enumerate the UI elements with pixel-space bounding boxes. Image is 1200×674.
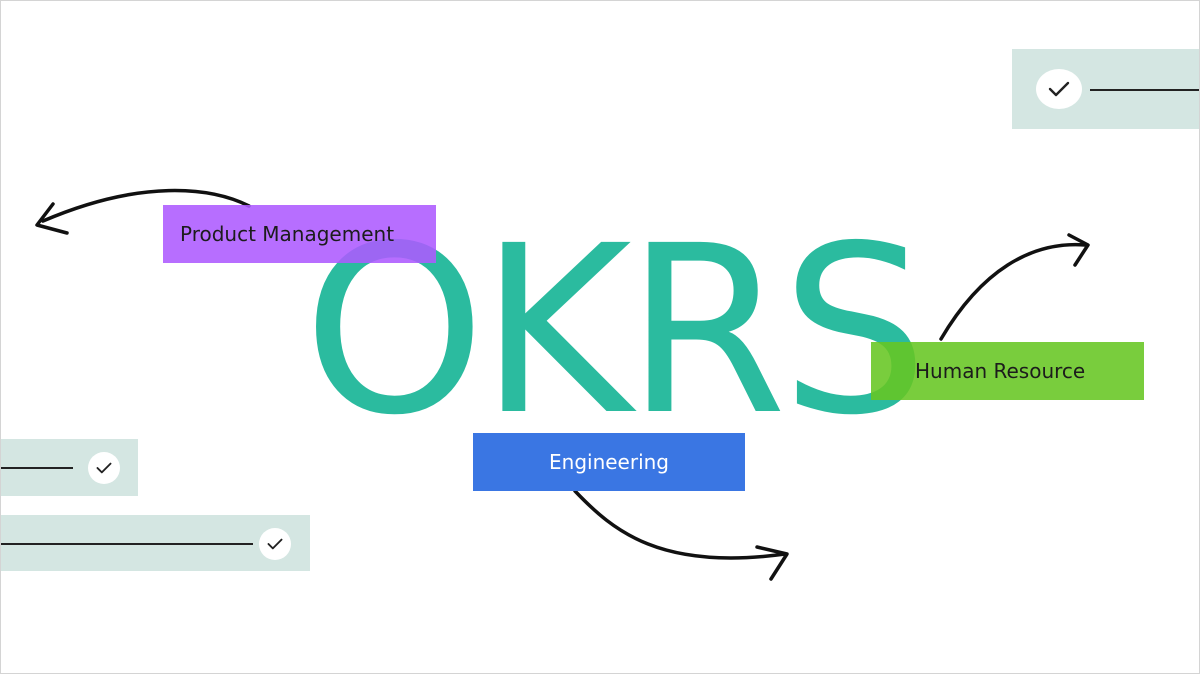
checklist-card-middle — [1, 439, 138, 496]
product-management-text: Product Management — [180, 222, 395, 246]
arrow-to-right-top-icon — [939, 233, 1090, 341]
check-icon — [96, 462, 112, 474]
check-icon — [267, 538, 283, 550]
checklist-card-bottom — [1, 515, 310, 571]
engineering-label: Engineering — [473, 433, 745, 491]
human-resource-text: Human Resource — [915, 359, 1086, 383]
checklist-card-top — [1012, 49, 1199, 129]
arrow-to-bottom-right-icon — [573, 489, 789, 581]
check-badge — [1036, 69, 1082, 109]
check-badge — [88, 452, 120, 484]
check-icon — [1048, 81, 1070, 97]
engineering-text: Engineering — [549, 450, 669, 474]
check-badge — [259, 528, 291, 560]
checklist-line — [1, 467, 73, 469]
human-resource-label: Human Resource — [871, 342, 1144, 400]
product-management-label: Product Management — [163, 205, 436, 263]
checklist-line — [1, 543, 253, 545]
checklist-line — [1090, 89, 1199, 91]
